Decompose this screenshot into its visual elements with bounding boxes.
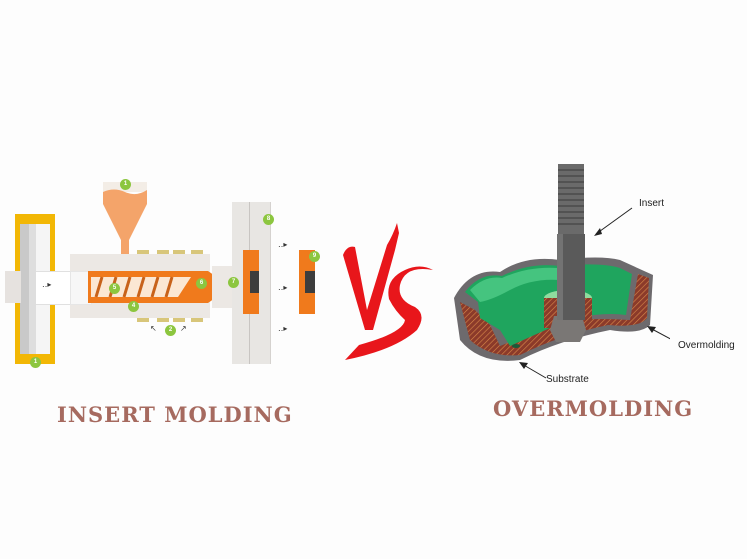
callout-overmolding: Overmolding [678, 340, 735, 351]
callout-insert: Insert [639, 198, 665, 209]
callout-badge: 2 [165, 325, 176, 336]
heater-band [137, 250, 149, 254]
ram-center [36, 271, 70, 305]
insert-molding-diagram: ‥▸ ‥▸ ‥▸ ‥▸ 1 [0, 170, 340, 370]
nozzle [212, 266, 234, 308]
ram-left [5, 271, 21, 303]
heater-band [157, 318, 169, 322]
clamp-plate-2 [29, 224, 36, 354]
eject-arrow-icon: ‥▸ [278, 240, 288, 249]
callout-substrate: Substrate [546, 374, 589, 385]
eject-arrow-icon: ‥▸ [278, 324, 288, 333]
ram-arrow-icon: ‥▸ [42, 280, 52, 289]
vs-label [325, 215, 435, 365]
heater-band [173, 318, 185, 322]
callout-badge: 1 [120, 179, 131, 190]
mold-insert [250, 271, 259, 293]
molded-part-insert [305, 271, 315, 293]
heater-pointer-icon: ↖ [150, 324, 157, 333]
callout-badge: 5 [109, 283, 120, 294]
heater-band [137, 318, 149, 322]
callout-badge: 7 [228, 277, 239, 288]
insert-molding-title: INSERT MOLDING [57, 402, 293, 427]
callout-badge: 9 [309, 251, 320, 262]
heater-band [191, 250, 203, 254]
overmolding-diagram: Insert Overmolding Substrate [440, 150, 747, 400]
heater-pointer-icon: ↗ [180, 324, 187, 333]
callout-badge: 4 [128, 301, 139, 312]
heater-band [173, 250, 185, 254]
overmold-part-icon [454, 164, 670, 379]
heater-band [157, 250, 169, 254]
callout-badge: 6 [196, 278, 207, 289]
clamp-plate [20, 224, 29, 354]
overmolding-title: OVERMOLDING [493, 396, 694, 421]
vs-brush-icon [343, 223, 433, 360]
callout-badge: 8 [263, 214, 274, 225]
callout-badge: 1 [30, 357, 41, 368]
eject-arrow-icon: ‥▸ [278, 283, 288, 292]
heater-band [191, 318, 203, 322]
